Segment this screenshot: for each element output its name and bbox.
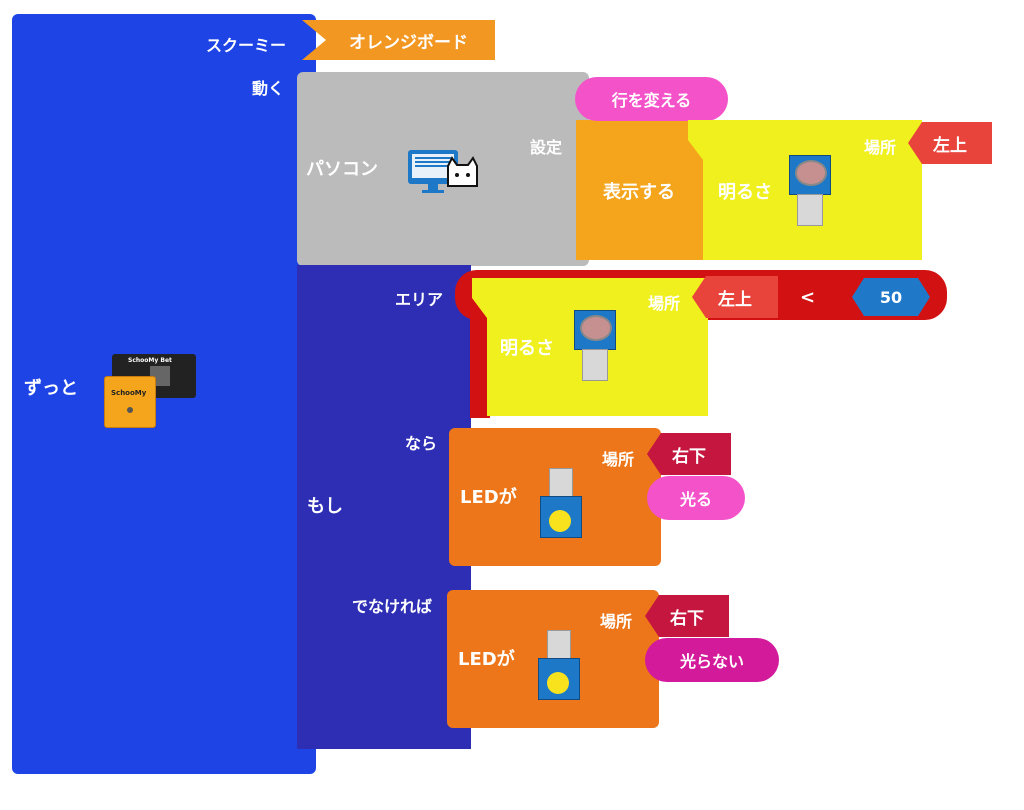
then-label: なら: [405, 434, 438, 453]
led-on-action[interactable]: 光る: [647, 476, 745, 520]
light-sensor-icon: [574, 310, 618, 381]
pc-label: パソコン: [306, 159, 378, 180]
led-output-icon: [538, 630, 580, 700]
led-on-location-select[interactable]: 右下: [647, 433, 731, 475]
if-block[interactable]: [297, 265, 471, 749]
led-off-location-label: 場所: [600, 612, 633, 631]
light-sensor-icon: [789, 155, 833, 226]
if-location-label: 場所: [648, 294, 681, 313]
show-location-label: 場所: [864, 138, 897, 157]
operator-select[interactable]: <: [800, 287, 816, 308]
show-label: 表示する: [603, 182, 675, 203]
newline-button[interactable]: 行を変える: [575, 77, 728, 121]
compare-block-body: [470, 300, 490, 418]
move-label: 動く: [252, 79, 285, 98]
board-select[interactable]: オレンジボード: [302, 20, 495, 60]
setting-label: 設定: [530, 138, 563, 157]
led-off-location-select[interactable]: 右下: [645, 595, 729, 637]
threshold-input[interactable]: 50: [852, 278, 930, 316]
led-off-label: LEDが: [458, 649, 515, 670]
monitor-cat-icon: [408, 150, 478, 193]
area-label: エリア: [395, 290, 444, 309]
led-on-location-label: 場所: [602, 450, 635, 469]
scratchy-label: スクーミー: [206, 36, 287, 55]
forever-label: ずっと: [24, 378, 78, 399]
if-label: もし: [307, 496, 343, 517]
if-brightness-label: 明るさ: [500, 338, 554, 359]
led-output-icon: [540, 468, 582, 538]
show-brightness-label: 明るさ: [718, 182, 772, 203]
led-off-action[interactable]: 光らない: [645, 638, 779, 682]
show-location-select[interactable]: 左上: [908, 122, 992, 164]
schoomy-board-icon: SchooMy Bet SchooMy: [104, 354, 196, 428]
else-label: でなければ: [352, 597, 433, 616]
show-block[interactable]: [576, 120, 706, 260]
if-location-select[interactable]: 左上: [692, 276, 778, 318]
led-on-label: LEDが: [460, 487, 517, 508]
